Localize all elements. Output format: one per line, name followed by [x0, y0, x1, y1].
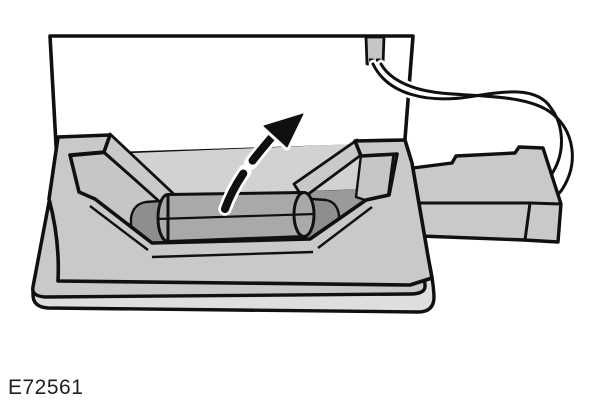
terminal-mark	[369, 58, 374, 62]
connector-arm	[411, 145, 563, 244]
arrow-head	[263, 113, 304, 148]
ledge-front-line	[151, 250, 314, 259]
arm-end-top-edge	[529, 201, 562, 206]
left-lower-band-line	[89, 205, 149, 251]
right-lower-band-line	[317, 206, 373, 249]
arm-end-edge	[523, 202, 532, 241]
terminal-mark	[376, 58, 381, 62]
figure-code-label: E72561	[8, 376, 84, 399]
festoon-bulb	[156, 191, 316, 243]
bulb-axis-line	[156, 212, 316, 221]
lamp-housing	[47, 133, 434, 287]
bulb-removal-arrow	[218, 110, 307, 216]
